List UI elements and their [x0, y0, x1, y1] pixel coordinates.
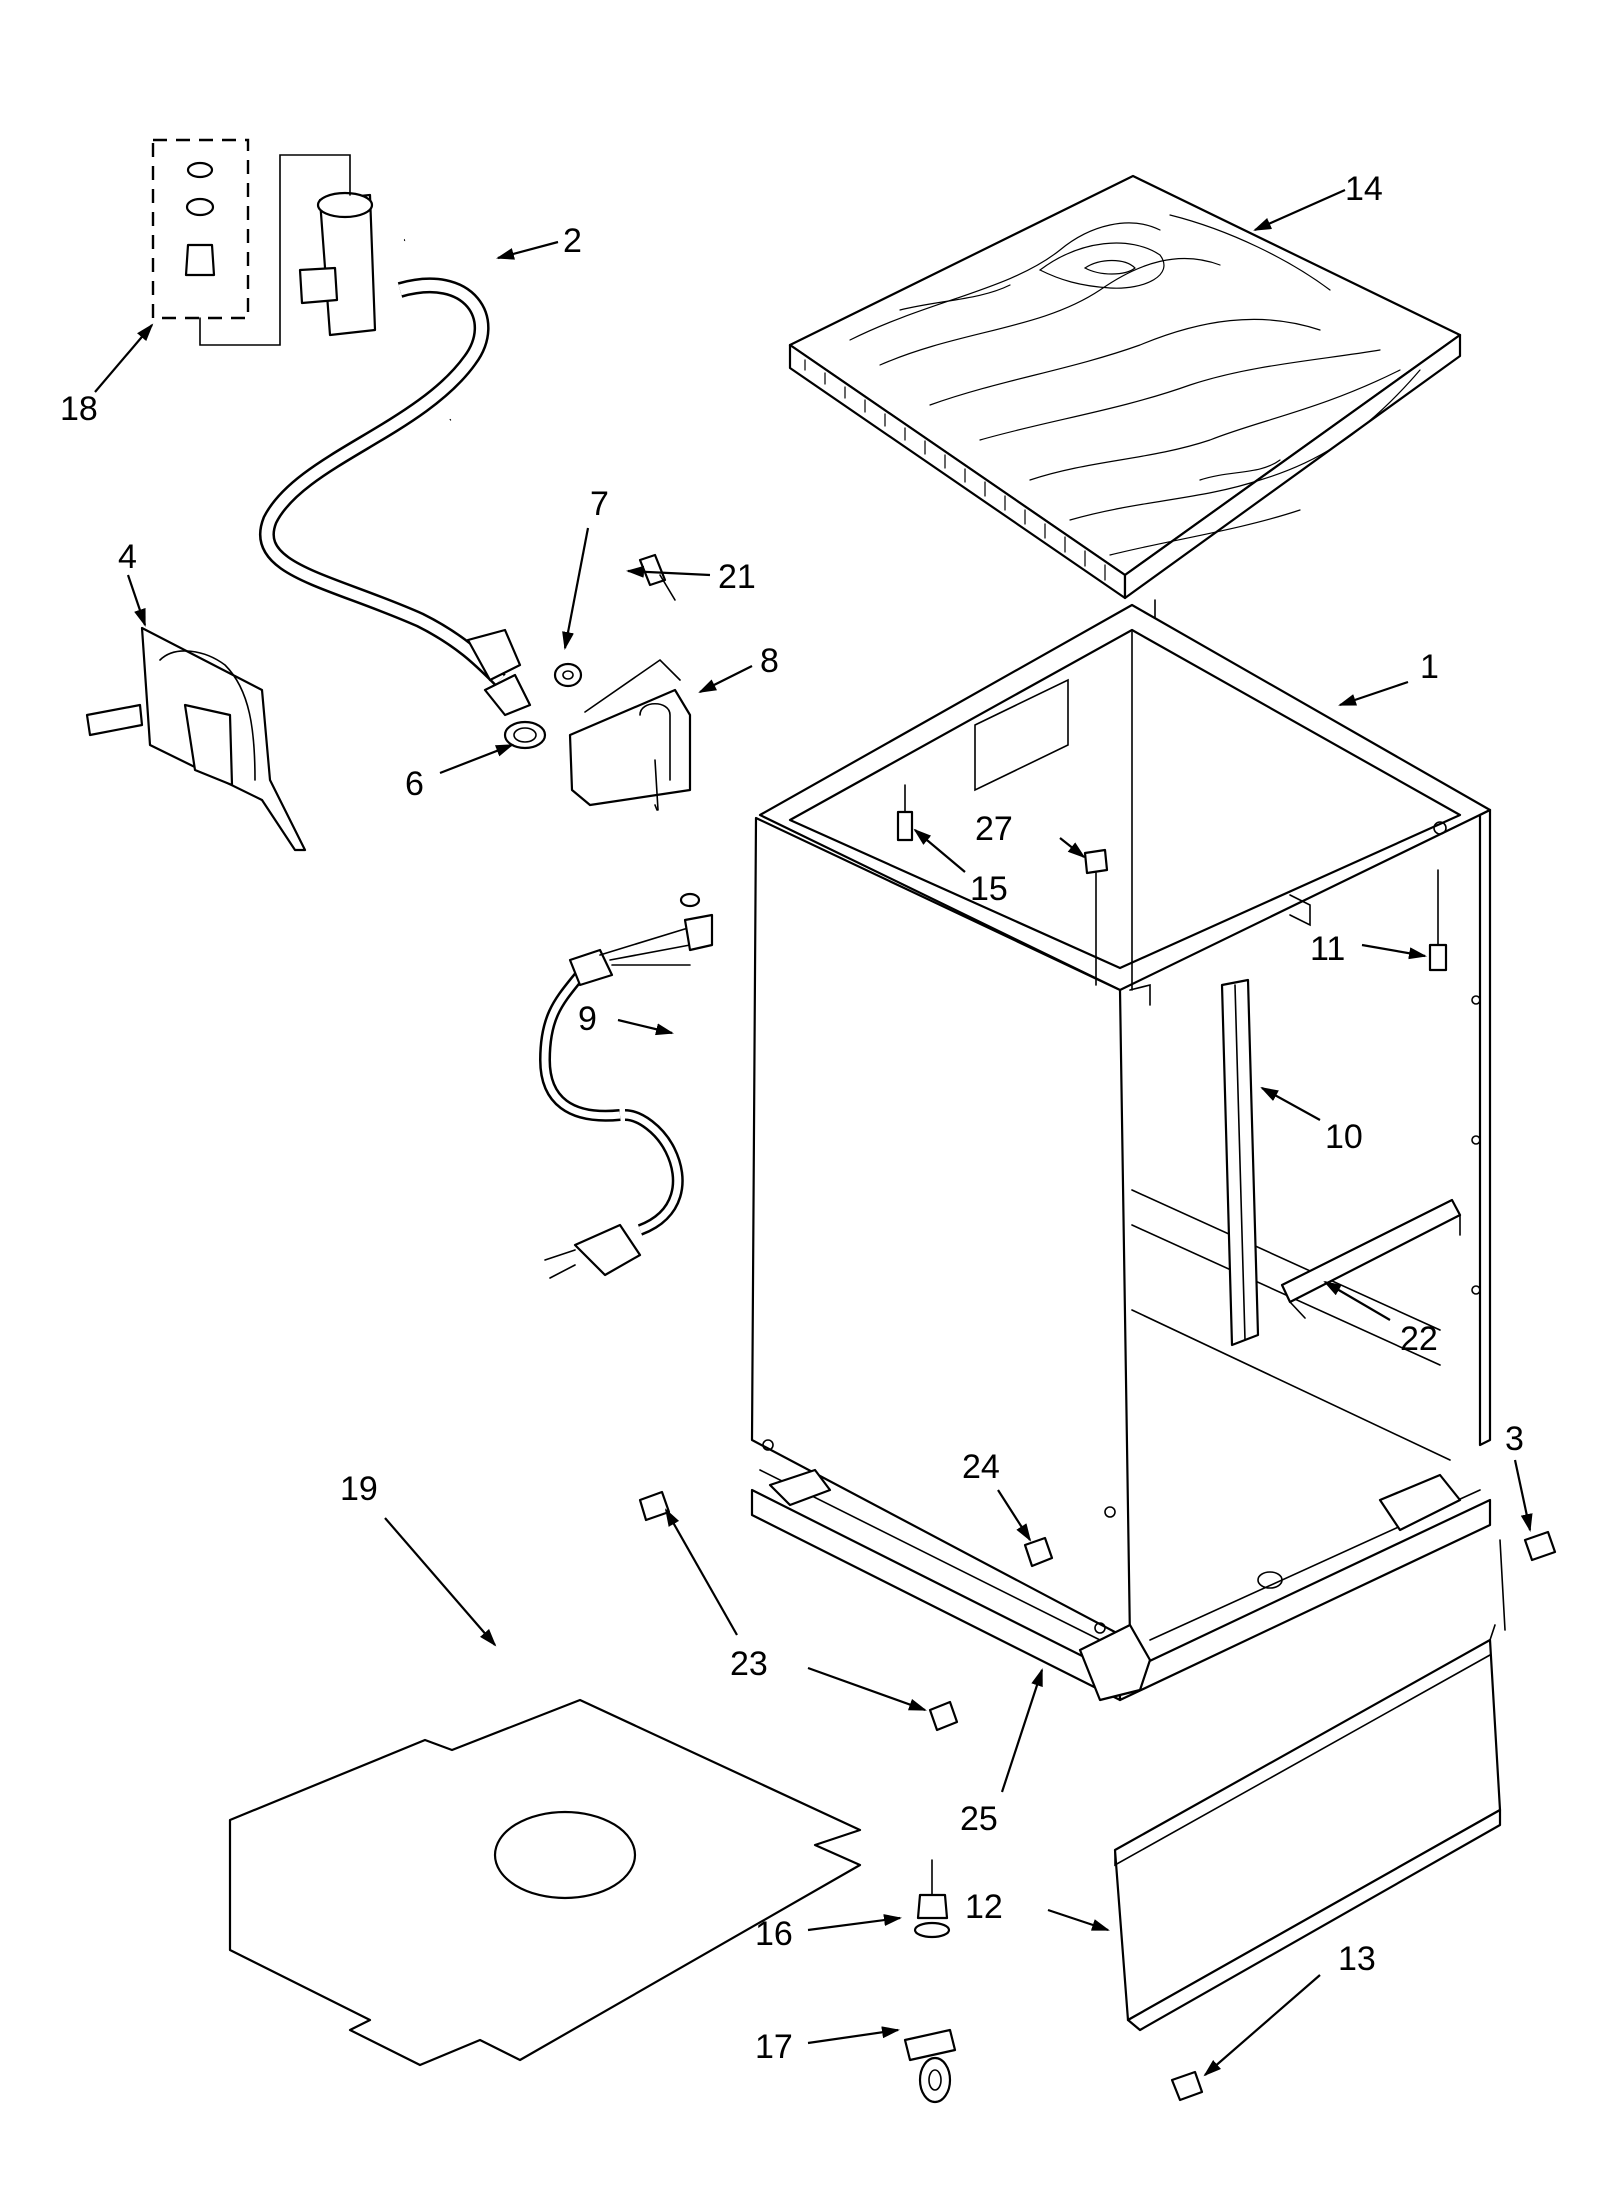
leveling-leg-part: [913, 1859, 951, 1939]
callout-11: 11: [1310, 930, 1345, 968]
screw-24-part: [1023, 1536, 1054, 1568]
screw-13-part: [1170, 2070, 1204, 2102]
leader-lines: [94, 188, 1533, 2077]
vertical-channel-part: [1220, 978, 1260, 1347]
callout-1: 1: [1420, 648, 1439, 686]
cabinet-frame-part: [750, 603, 1492, 1642]
callout-25: 25: [960, 1800, 998, 1838]
valve-kit-part: [151, 138, 351, 346]
screw-3-part: [1523, 1530, 1557, 1562]
callout-4: 4: [118, 538, 137, 576]
wiring-cover-part: [85, 626, 307, 852]
screw-21-part: [638, 553, 676, 601]
floor-pad-part: [228, 1698, 862, 2067]
inlet-hose-part: [98, 191, 532, 717]
screw-23-left-part: [638, 1490, 671, 1522]
callout-22: 22: [1400, 1320, 1438, 1358]
callout-13: 13: [1338, 1940, 1376, 1978]
callout-27: 27: [975, 810, 1013, 848]
caster-part: [903, 2028, 957, 2104]
callout-6: 6: [405, 765, 424, 803]
screw-23-bottom-part: [928, 1700, 959, 1732]
callout-12: 12: [965, 1888, 1003, 1926]
callout-7: 7: [590, 485, 609, 523]
callout-15: 15: [970, 870, 1008, 908]
junction-box-part: [568, 658, 692, 811]
callout-23: 23: [730, 1645, 768, 1683]
callout-9: 9: [578, 1000, 597, 1038]
callout-21: 21: [718, 558, 756, 596]
screw-11-part: [1428, 869, 1448, 972]
kick-panel-part: [1113, 1539, 1506, 2032]
callout-2: 2: [563, 222, 582, 260]
callout-24: 24: [962, 1448, 1000, 1486]
callout-17: 17: [755, 2028, 793, 2066]
callout-16: 16: [755, 1915, 793, 1953]
rail-part: [1280, 1198, 1462, 1319]
callout-3: 3: [1505, 1420, 1524, 1458]
washer-part: [553, 662, 583, 688]
callout-8: 8: [760, 642, 779, 680]
power-cord-part: [538, 892, 714, 1279]
callout-10: 10: [1325, 1118, 1363, 1156]
callout-labels: 14 2 18 21 7 8 4 6 1 15 27 11 9 10 22 3 …: [60, 170, 1524, 2066]
callout-18: 18: [60, 390, 98, 428]
callout-14: 14: [1345, 170, 1383, 208]
base-frame-part: [750, 1468, 1492, 1702]
screw-27-part: [1083, 848, 1109, 986]
callout-19: 19: [340, 1470, 378, 1508]
screw-15-part: [896, 784, 914, 842]
hose-clamp-part: [503, 720, 547, 750]
wood-top-part: [788, 174, 1462, 681]
